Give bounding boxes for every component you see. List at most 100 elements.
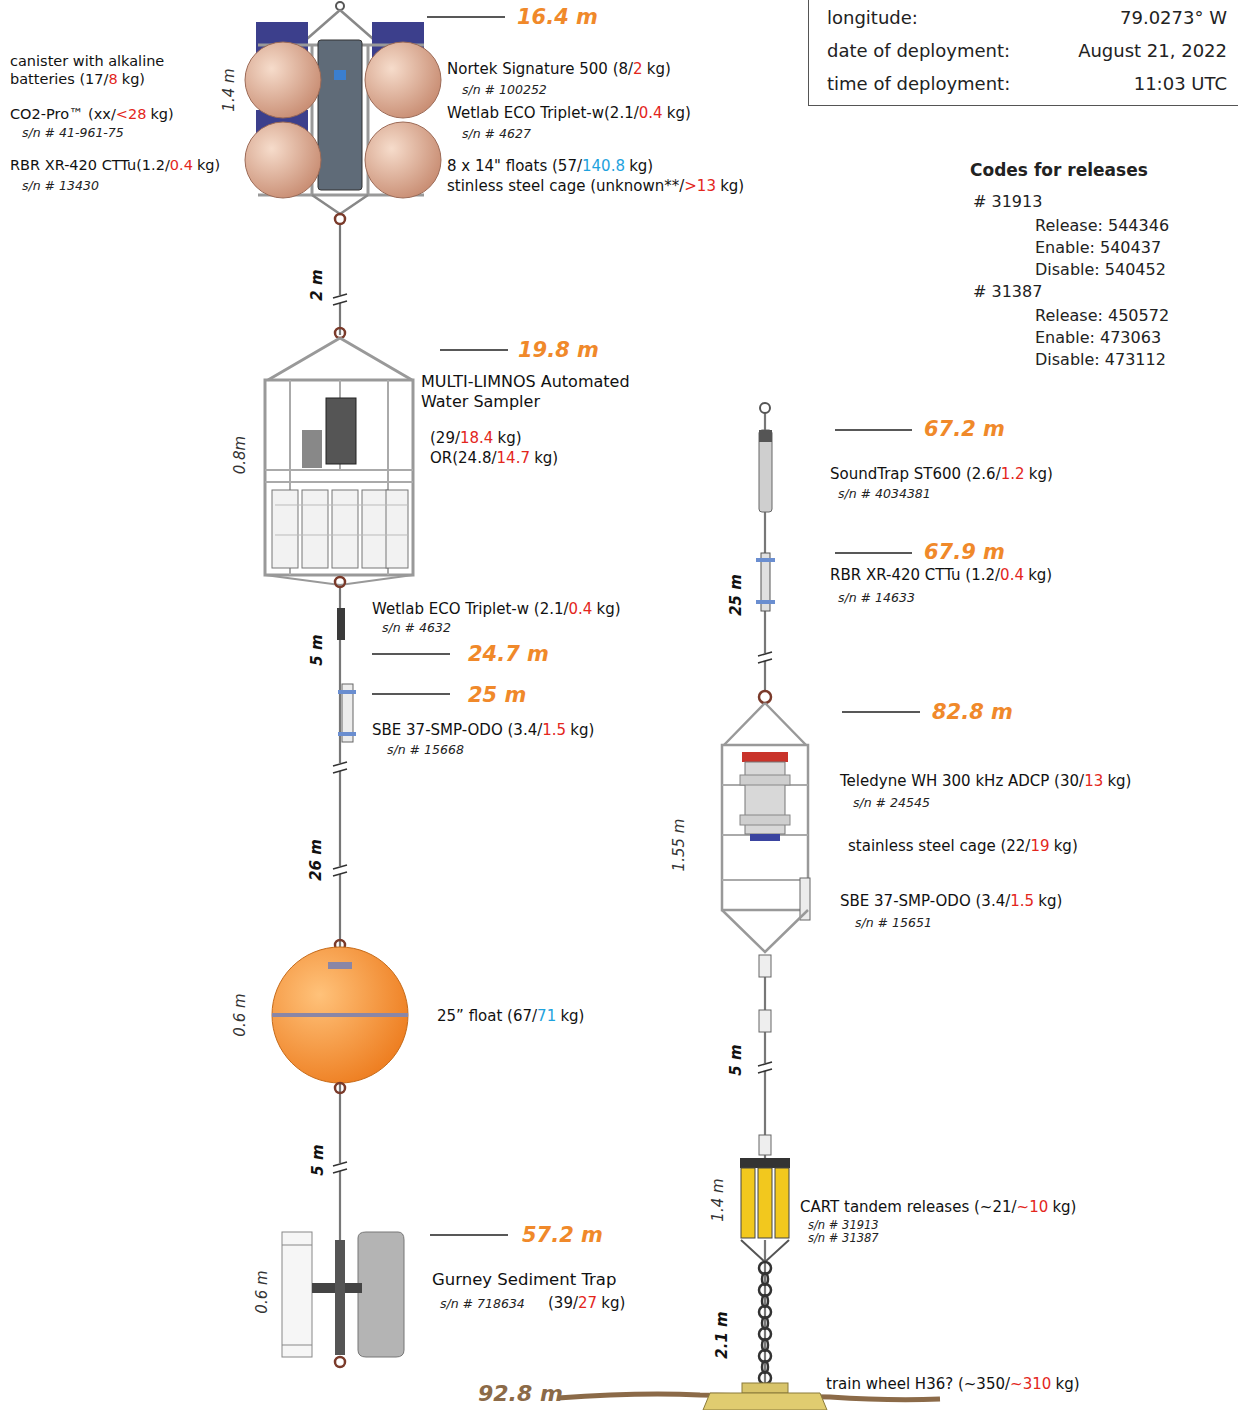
- part-label: kg): [1055, 1375, 1079, 1393]
- part-label: kg): [1107, 772, 1131, 790]
- dimension-label: 2.1 m: [713, 1311, 731, 1358]
- label-group: 2.1 m: [713, 1311, 732, 1358]
- label-group: 67.9 m: [924, 539, 1005, 565]
- label-group: 2 m: [308, 269, 327, 300]
- release-code: Disable: 473112: [1035, 350, 1166, 369]
- part-label: Wetlab ECO Triplet-w(2.1/: [447, 104, 639, 122]
- label-group: # 31913: [973, 192, 1042, 212]
- label-group: s/n # 4632: [382, 620, 451, 636]
- label-group: s/n # 24545: [853, 795, 930, 811]
- part-label: kg): [498, 429, 522, 447]
- top-float-cage: [245, 2, 441, 224]
- info-value: 79.0273° W: [1078, 7, 1227, 31]
- label-group: Codes for releases: [970, 160, 1148, 181]
- label-group: RBR XR-420 CTTu (1.2/0.4kg): [830, 566, 1052, 585]
- label-group: s/n # 100252: [462, 82, 547, 98]
- weight-value: 18.4: [460, 429, 493, 447]
- part-label: OR(24.8/: [430, 449, 497, 467]
- label-group: 1.55 m: [670, 819, 689, 872]
- mooring-line: [340, 224, 765, 1388]
- label-group: OR(24.8/14.7kg): [430, 449, 558, 468]
- label-group: 1.4 m: [709, 1178, 728, 1221]
- part-label: 8 x 14" floats (57/: [447, 157, 582, 175]
- part-label: kg): [534, 449, 558, 467]
- label-group: 92.8 m: [478, 1380, 563, 1408]
- part-label: kg): [150, 106, 173, 122]
- weight-value: <28: [116, 106, 147, 122]
- info-value: August 21, 2022: [1078, 40, 1227, 64]
- release-code: Enable: 473063: [1035, 328, 1161, 347]
- label-group: 5 m: [308, 634, 327, 665]
- weight-value: 8: [108, 71, 117, 87]
- depth-label: 19.8 m: [518, 338, 599, 362]
- serial-number: s/n # 4627: [462, 126, 531, 141]
- release-code: Disable: 540452: [1035, 260, 1166, 279]
- part-label: stinless steel cage (unknown**/: [447, 177, 684, 195]
- weight-value: 0.4: [569, 600, 593, 618]
- label-group: 0.6 m: [231, 993, 250, 1036]
- label-group: # 31387: [973, 282, 1042, 302]
- part-label: RBR XR-420 CTTu(1.2/: [10, 157, 170, 173]
- info-key: time of deployment:: [827, 73, 1078, 97]
- part-label: kg): [197, 157, 220, 173]
- part-label: RBR XR-420 CTTu (1.2/: [830, 566, 1000, 584]
- label-group: s/n # 41-961-75: [22, 125, 124, 141]
- part-label: kg): [122, 71, 145, 87]
- part-label: kg): [1029, 465, 1053, 483]
- label-group: (39/27kg): [548, 1294, 625, 1313]
- label-group: train wheel H36? (~350/~310kg): [826, 1375, 1080, 1394]
- label-group: 5 m: [309, 1144, 328, 1175]
- part-label: Nortek Signature 500 (8/: [447, 60, 633, 78]
- dimension-label: 1.55 m: [670, 819, 688, 872]
- release-code: Enable: 540437: [1035, 238, 1161, 257]
- label-group: s/n # 4627: [462, 126, 531, 142]
- label-group: Disable: 473112: [1035, 350, 1166, 370]
- serial-number: s/n # 24545: [853, 795, 930, 810]
- leader-lines: [372, 17, 920, 1235]
- label-group: 57.2 m: [522, 1222, 603, 1248]
- label-group: 19.8 m: [518, 337, 599, 363]
- info-key: date of deployment:: [827, 40, 1078, 64]
- part-label: train wheel H36? (~350/: [826, 1375, 1010, 1393]
- weight-value: 0.4: [639, 104, 663, 122]
- serial-number: s/n # 14633: [838, 590, 915, 605]
- label-group: s/n # 31387: [808, 1231, 879, 1245]
- label-group: 25 m: [468, 682, 526, 708]
- label-group: Gurney Sediment Trap: [432, 1270, 616, 1291]
- weight-value: 0.4: [1000, 566, 1024, 584]
- label-group: (29/18.4kg): [430, 429, 522, 448]
- weight-value: 27: [578, 1294, 597, 1312]
- label-group: 25” float (67/71kg): [437, 1007, 584, 1026]
- right-instruments: [756, 403, 775, 611]
- part-label: SBE 37-SMP-ODO (3.4/: [840, 892, 1010, 910]
- serial-number: s/n # 4034381: [838, 486, 931, 501]
- weight-value: ~310: [1010, 1375, 1051, 1393]
- label-group: 1.4 m: [220, 68, 239, 111]
- label-group: 0.6 m: [253, 1270, 272, 1313]
- part-label: kg): [1052, 1198, 1076, 1216]
- weight-value: ~10: [1017, 1198, 1049, 1216]
- label-group: Wetlab ECO Triplet-w (2.1/0.4kg): [372, 600, 621, 619]
- label-group: 26 m: [307, 839, 326, 881]
- serial-number: s/n # 41-961-75: [22, 125, 124, 140]
- depth-label: 67.9 m: [924, 540, 1005, 564]
- label-group: SoundTrap ST600 (2.6/1.2kg): [830, 465, 1053, 484]
- weight-value: 14.7: [497, 449, 530, 467]
- part-label: SoundTrap ST600 (2.6/: [830, 465, 1001, 483]
- part-label: kg): [629, 157, 653, 175]
- weight-value: 140.8: [582, 157, 625, 175]
- depth-label: 25 m: [468, 683, 526, 707]
- label-group: Release: 544346: [1035, 216, 1169, 236]
- dimension-label: 25 m: [727, 574, 745, 616]
- dimension-label: 2 m: [308, 269, 326, 300]
- serial-number: s/n # 31387: [808, 1231, 879, 1245]
- part-label: kg): [1028, 566, 1052, 584]
- label-group: Teledyne WH 300 kHz ADCP (30/13kg): [840, 772, 1131, 791]
- instruments: [337, 608, 356, 742]
- part-label: Teledyne WH 300 kHz ADCP (30/: [840, 772, 1084, 790]
- part-label: MULTI-LIMNOS Automated Water Sampler: [421, 372, 630, 411]
- weight-value: >13: [684, 177, 716, 195]
- label-group: canister with alkaline batteries (17/8kg…: [10, 52, 210, 88]
- float-25in: [272, 940, 408, 1093]
